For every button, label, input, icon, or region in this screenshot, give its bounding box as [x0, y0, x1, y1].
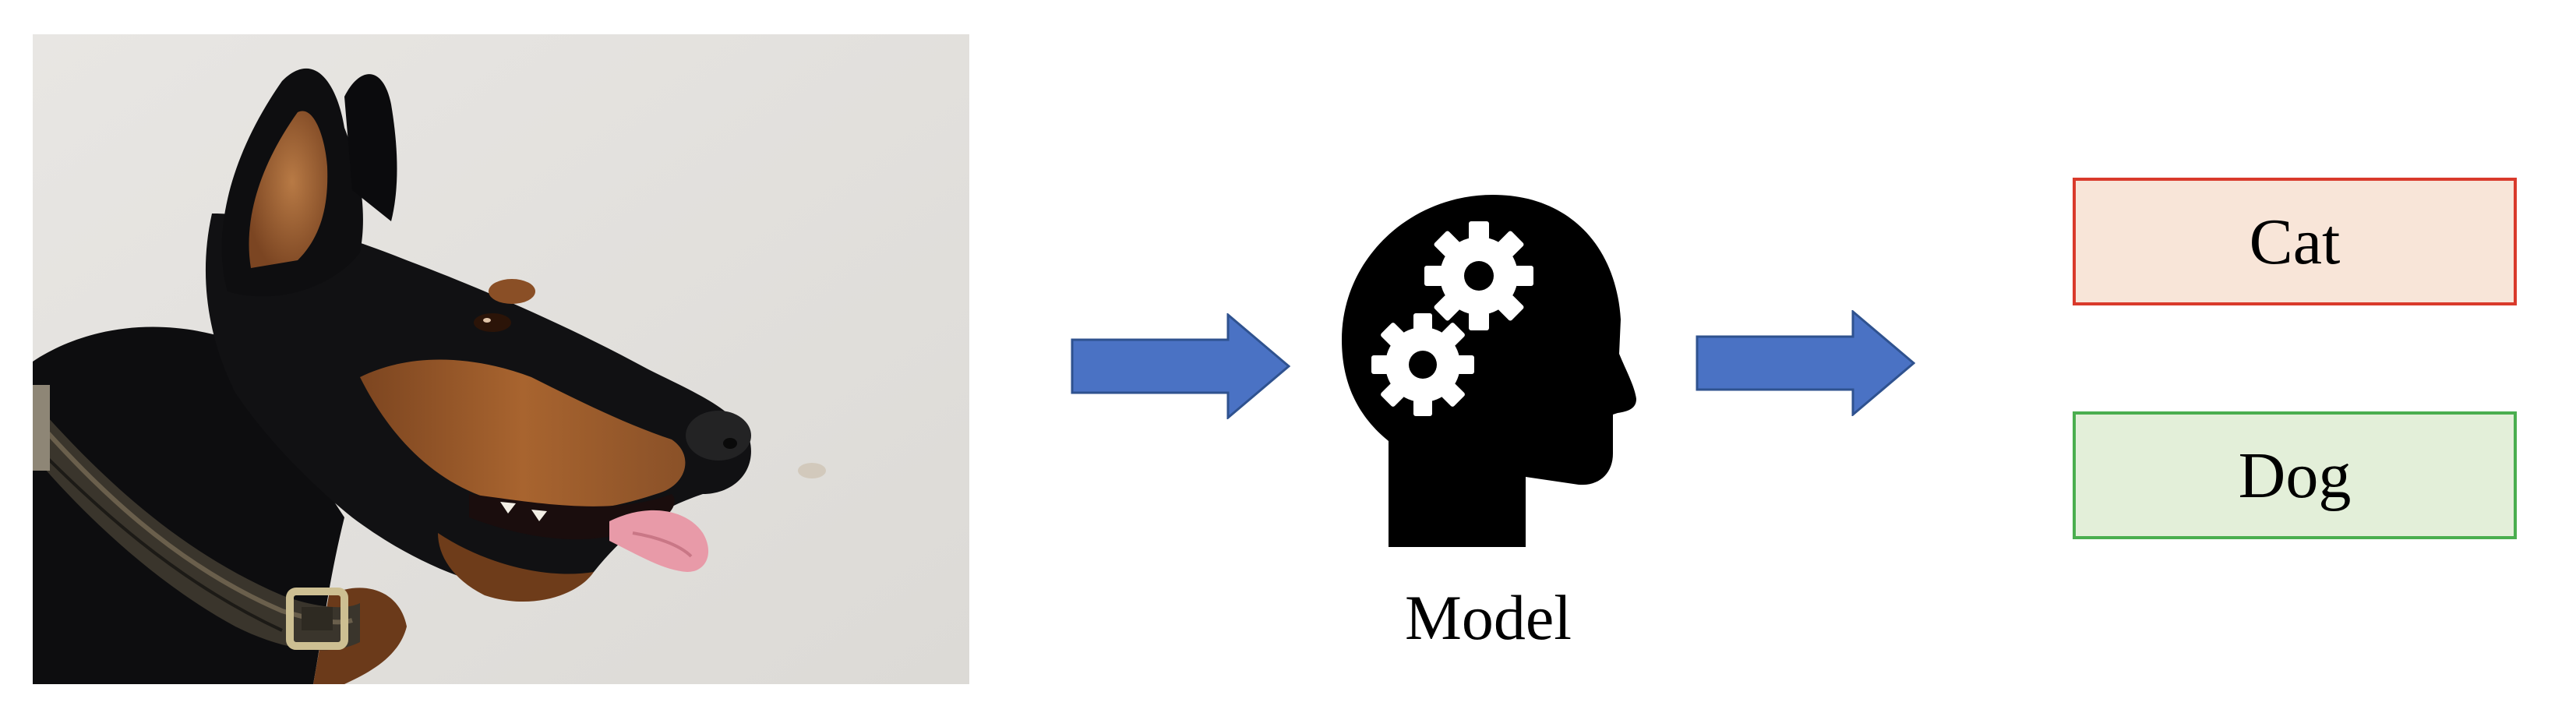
head-with-gears-icon [1342, 195, 1636, 547]
output-class-dog: Dog [2073, 411, 2517, 539]
model-label: Model [1404, 582, 1572, 653]
model-to-output-arrow [1696, 309, 1916, 418]
output-class-dog-label: Dog [2238, 439, 2352, 512]
output-class-cat-label: Cat [2249, 205, 2341, 278]
doberman-photo [33, 34, 969, 684]
output-class-cat: Cat [2073, 178, 2517, 305]
input-to-model-arrow [1071, 312, 1291, 421]
